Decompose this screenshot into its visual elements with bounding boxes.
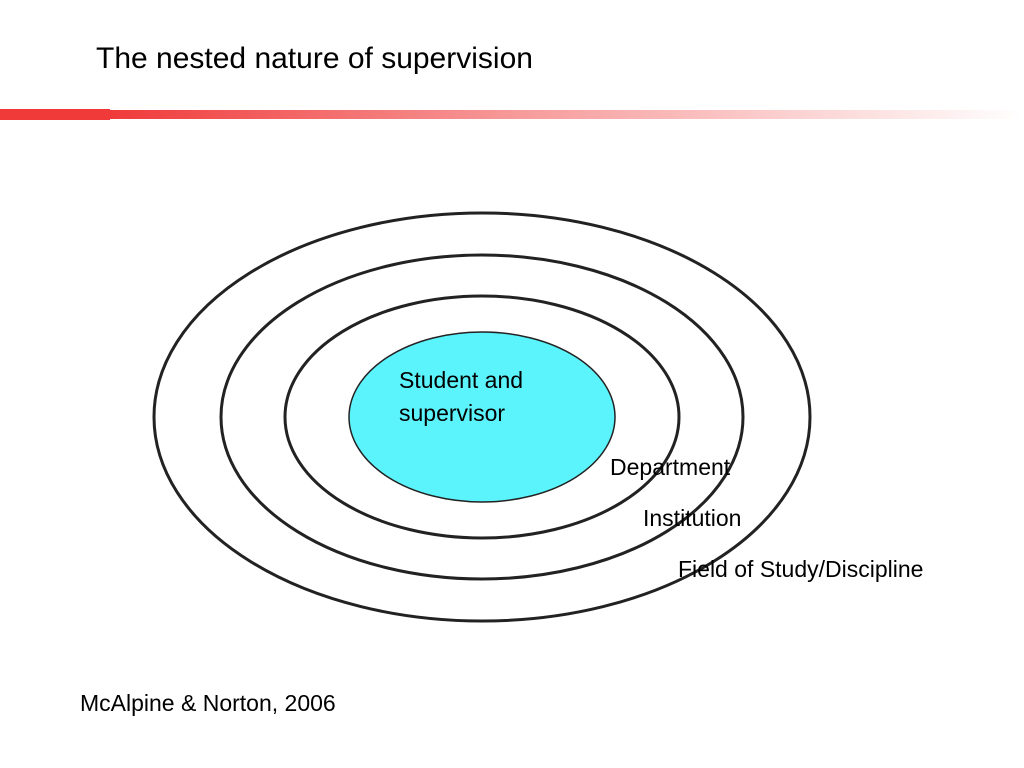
ring-institution — [219, 253, 745, 581]
title-divider-gradient — [110, 110, 1024, 119]
title-divider-solid — [0, 109, 110, 120]
ring-label-department: Department — [610, 454, 731, 480]
ring-field-of-study — [152, 211, 812, 623]
citation: McAlpine & Norton, 2006 — [80, 690, 336, 716]
ring-department — [283, 294, 681, 540]
ring-label-institution: Institution — [643, 505, 742, 531]
center-label: Student and supervisor — [399, 364, 579, 431]
title-divider — [0, 109, 1024, 120]
slide-title: The nested nature of supervision — [96, 42, 533, 75]
center-label-line2: supervisor — [399, 400, 506, 427]
ring-label-field-of-study: Field of Study/Discipline — [678, 556, 924, 582]
center-label-line1: Student and — [399, 367, 524, 393]
center-student-supervisor — [348, 331, 616, 503]
